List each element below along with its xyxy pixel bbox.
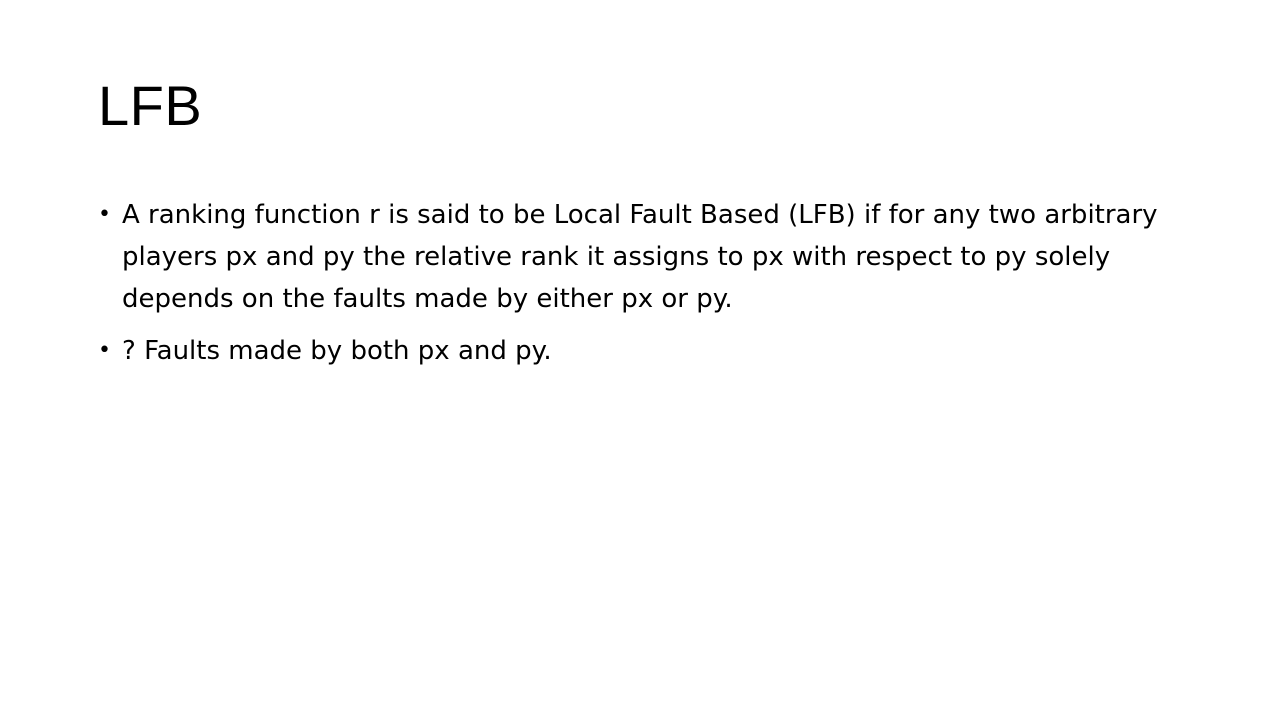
bullet-item-question: • ? Faults made by both px and py. — [98, 330, 1188, 372]
bullet-marker: • — [98, 202, 111, 227]
bullet-marker: • — [98, 338, 111, 363]
bullet-text: A ranking function r is said to be Local… — [122, 200, 1158, 314]
slide-title: LFB — [98, 74, 203, 137]
bullet-item-definition: • A ranking function r is said to be Loc… — [98, 194, 1188, 320]
bullet-text: ? Faults made by both px and py. — [122, 336, 552, 366]
bullet-list: • A ranking function r is said to be Loc… — [98, 194, 1188, 382]
